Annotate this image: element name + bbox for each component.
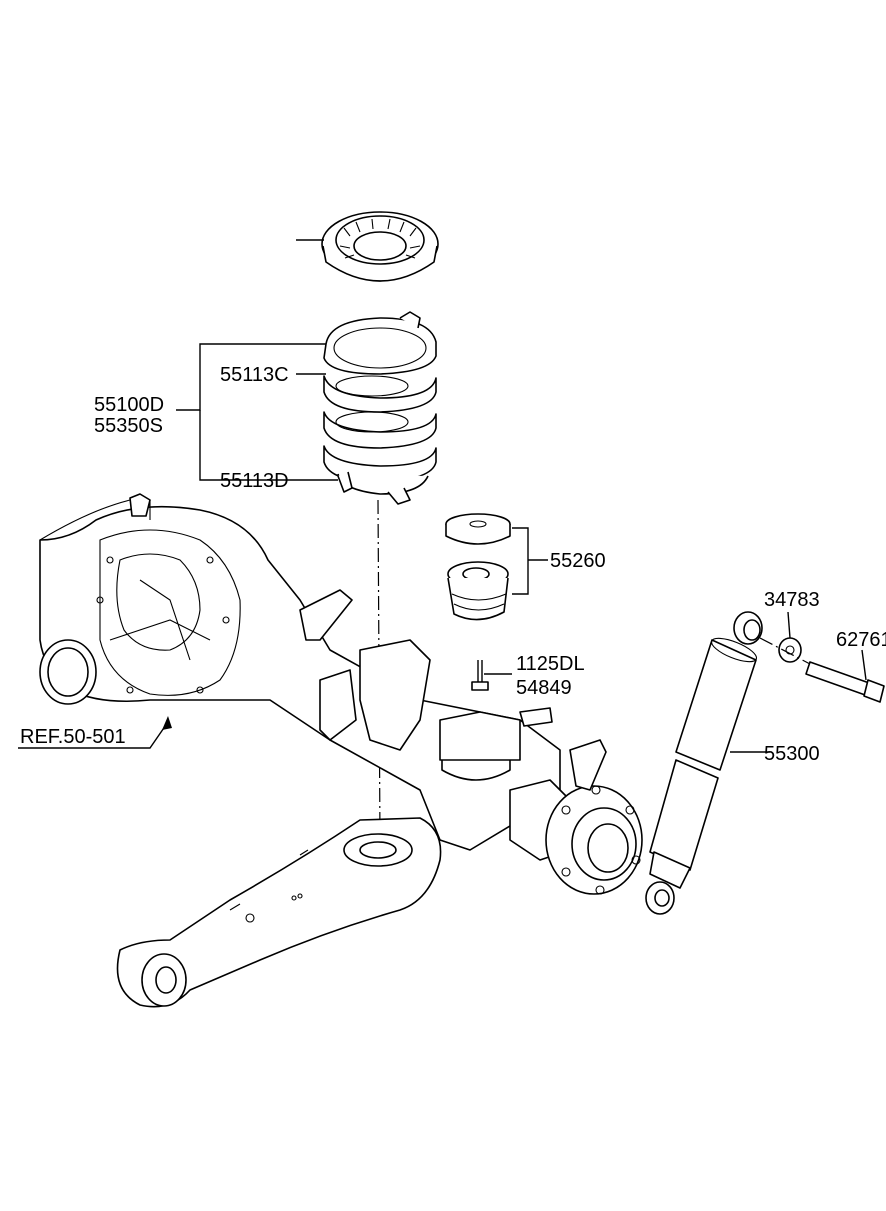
label-spring-pad-upper[interactable]: 55113C [220,364,289,386]
label-bolt-1[interactable]: 1125DL [516,653,585,675]
label-shock-absorber[interactable]: 55300 [764,743,820,765]
label-bolt-2[interactable]: 54849 [516,677,572,699]
label-spring-pad-lower[interactable]: 55113D [220,470,289,492]
label-washer[interactable]: 34783 [764,589,820,611]
label-reference[interactable]: REF.50-501 [20,726,126,748]
bumper-stopper-drawing [445,513,511,691]
label-spring-assy-2[interactable]: 55350S [94,415,163,437]
label-nut-bolt[interactable]: 62761 [836,629,886,651]
shock-absorber-drawing [645,611,885,915]
leader-lines [18,239,867,753]
trailing-arm-drawing [116,817,442,1008]
label-spring-assy-1[interactable]: 55100D [94,394,164,416]
coil-spring-drawing [323,311,437,505]
axle-differential-drawing [39,493,643,895]
label-bumper-stopper[interactable]: 55260 [550,550,606,572]
spring-upper-seat-drawing [321,211,439,282]
